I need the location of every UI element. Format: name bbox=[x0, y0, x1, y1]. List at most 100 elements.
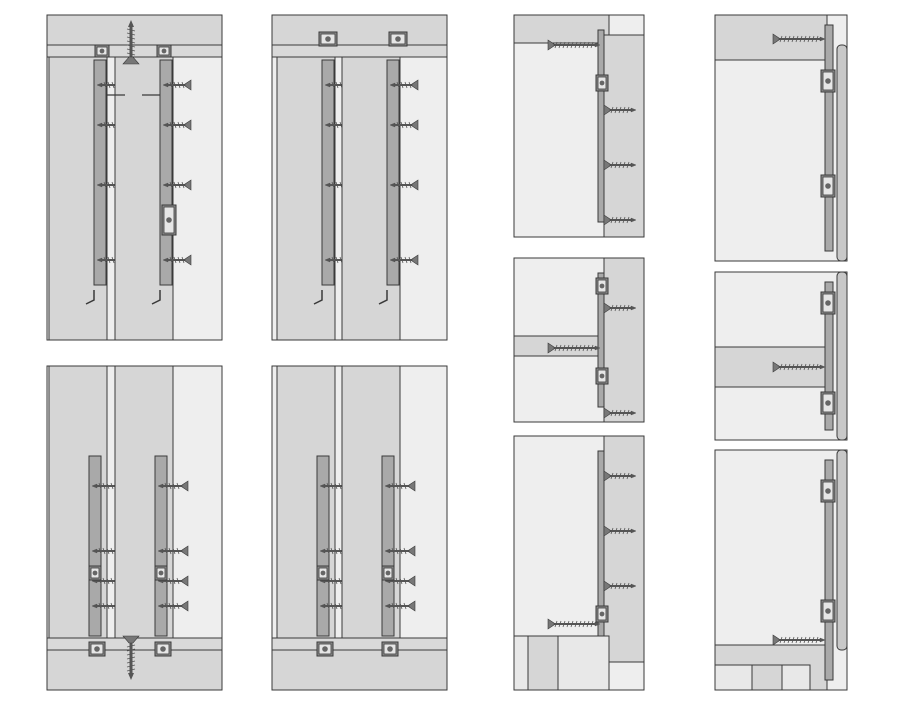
screw-thread bbox=[614, 582, 618, 590]
screw-thread bbox=[330, 547, 334, 555]
screw-thread bbox=[177, 121, 181, 129]
screw-thread bbox=[558, 41, 562, 49]
screw-thread bbox=[614, 472, 618, 480]
top-board bbox=[513, 14, 610, 44]
side-profile bbox=[597, 272, 605, 408]
screw-thread bbox=[566, 620, 570, 628]
fitting-bolt bbox=[94, 646, 100, 652]
screw-thread bbox=[330, 482, 334, 490]
screw-thread bbox=[815, 35, 819, 43]
screw-thread bbox=[614, 216, 618, 224]
screw-thread bbox=[614, 409, 618, 417]
screw-thread bbox=[102, 577, 106, 585]
top-board bbox=[46, 14, 223, 46]
fitting-block bbox=[88, 565, 102, 581]
screw-thread bbox=[574, 344, 578, 352]
bottom-board bbox=[46, 649, 223, 691]
screw-thread bbox=[334, 577, 338, 585]
screw-thread bbox=[326, 482, 330, 490]
screw-thread bbox=[168, 547, 172, 555]
screw-thread bbox=[400, 121, 404, 129]
screw-head bbox=[408, 545, 416, 557]
screw-thread bbox=[126, 36, 136, 40]
screw-thread bbox=[168, 577, 172, 585]
screw-thread bbox=[626, 304, 630, 312]
screw-icon bbox=[603, 580, 637, 592]
screw-thread bbox=[173, 256, 177, 264]
screw-head bbox=[408, 480, 416, 492]
fitting-block bbox=[820, 479, 836, 503]
screw-icon bbox=[603, 159, 637, 171]
vertical-profile bbox=[386, 59, 400, 286]
screw-icon bbox=[547, 39, 601, 51]
screw-thread bbox=[169, 81, 173, 89]
screw-thread bbox=[570, 620, 574, 628]
screw-thread bbox=[807, 363, 811, 371]
screw-thread bbox=[614, 106, 618, 114]
screw-thread bbox=[811, 363, 815, 371]
screw-thread bbox=[126, 656, 136, 660]
side-profile bbox=[597, 29, 605, 223]
screw-thread bbox=[107, 121, 111, 129]
screw-thread bbox=[126, 52, 136, 56]
fitting-block bbox=[820, 599, 836, 623]
screw-thread bbox=[103, 256, 107, 264]
screw-thread bbox=[582, 41, 586, 49]
screw-thread bbox=[335, 121, 339, 129]
screw-thread bbox=[815, 636, 819, 644]
fitting-bolt bbox=[322, 646, 328, 652]
fitting-bolt bbox=[325, 36, 331, 42]
screw-thread bbox=[626, 106, 630, 114]
screw-thread bbox=[399, 602, 403, 610]
screw-thread bbox=[400, 181, 404, 189]
screw-thread bbox=[331, 181, 335, 189]
screw-thread bbox=[610, 582, 614, 590]
screw-thread bbox=[578, 41, 582, 49]
screw-thread bbox=[404, 181, 408, 189]
screw-thread bbox=[795, 636, 799, 644]
screw-thread bbox=[783, 636, 787, 644]
screw-head bbox=[547, 342, 555, 354]
screw-thread bbox=[622, 216, 626, 224]
screw-icon bbox=[389, 254, 419, 266]
screw-thread bbox=[618, 409, 622, 417]
figure-bottom-center-fixing bbox=[46, 365, 223, 691]
screw-thread bbox=[111, 181, 115, 189]
screw-thread bbox=[396, 256, 400, 264]
screw-thread bbox=[554, 620, 558, 628]
fitting-block bbox=[154, 641, 172, 657]
screw-thread bbox=[395, 602, 399, 610]
fitting-block bbox=[154, 565, 168, 581]
screw-thread bbox=[396, 121, 400, 129]
figure-top-center-fixing bbox=[46, 14, 223, 341]
screw-thread bbox=[126, 644, 136, 648]
fitting-block bbox=[381, 641, 399, 657]
fitting-bolt bbox=[161, 48, 167, 54]
screw-head bbox=[547, 39, 555, 51]
screw-thread bbox=[110, 482, 114, 490]
screw-head bbox=[603, 525, 611, 537]
screw-thread bbox=[331, 121, 335, 129]
screw-head bbox=[411, 254, 419, 266]
screw-thread bbox=[578, 344, 582, 352]
screw-thread bbox=[391, 602, 395, 610]
screw-thread bbox=[169, 181, 173, 189]
screw-thread bbox=[554, 41, 558, 49]
screw-thread bbox=[799, 363, 803, 371]
bottom-guide bbox=[85, 290, 95, 305]
screw-thread bbox=[562, 344, 566, 352]
screw-thread bbox=[106, 577, 110, 585]
screw-thread bbox=[626, 582, 630, 590]
screw-thread bbox=[586, 344, 590, 352]
screw-thread bbox=[626, 527, 630, 535]
hinge-plate bbox=[824, 281, 834, 431]
screw-thread bbox=[331, 81, 335, 89]
screw-thread bbox=[102, 482, 106, 490]
screw-thread bbox=[626, 409, 630, 417]
screw-thread bbox=[111, 81, 115, 89]
screw-head bbox=[603, 159, 611, 171]
vertical-profile bbox=[381, 455, 395, 637]
screw-head bbox=[603, 214, 611, 226]
screw-thread bbox=[558, 344, 562, 352]
screw-head bbox=[772, 634, 780, 646]
